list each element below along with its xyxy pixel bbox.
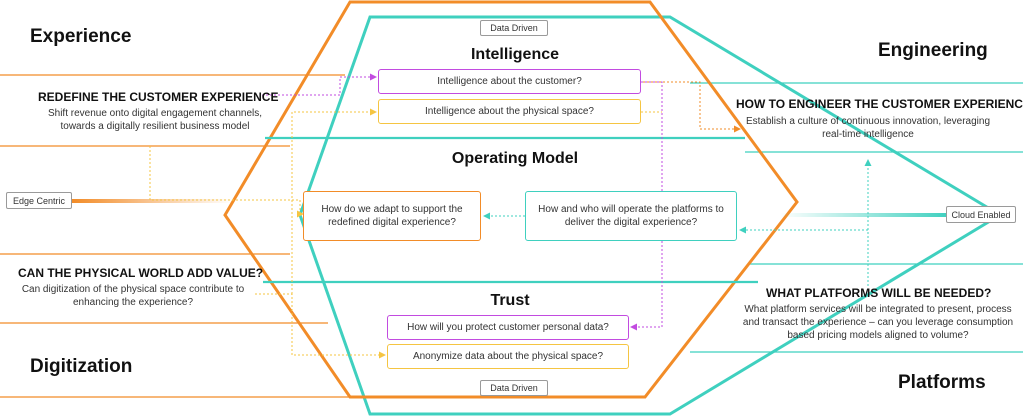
operating-model-title: Operating Model [451, 150, 579, 167]
protect-box: How will you protect customer personal d… [387, 315, 629, 340]
cloud-enabled-bar [780, 213, 948, 217]
corner-platforms: Platforms [898, 372, 986, 393]
right-frame-lines [690, 82, 1023, 353]
adapt-box: How do we adapt to support the redefined… [303, 191, 481, 241]
intel-physical-box: Intelligence about the physical space? [378, 99, 641, 124]
engineer-text: Establish a culture of continuous innova… [745, 116, 991, 140]
engineer-title: HOW TO ENGINEER THE CUSTOMER EXPERIENCE? [736, 97, 1023, 111]
intel-customer-box: Intelligence about the customer? [378, 69, 641, 94]
edge-centric-bar [72, 199, 232, 203]
corner-digitization: Digitization [30, 356, 133, 377]
anonymize-box: Anonymize data about the physical space? [387, 344, 629, 369]
physical-text: Can digitization of the physical space c… [21, 284, 245, 308]
data-driven-tag-bottom: Data Driven [480, 380, 548, 396]
orange-hexagon [223, 0, 799, 399]
orange-connector [643, 81, 741, 133]
trust-title: Trust [490, 292, 530, 309]
operate-box: How and who will operate the platforms t… [525, 191, 737, 241]
yellow-connectors [149, 108, 662, 359]
teal-connectors [739, 159, 872, 286]
physical-title: CAN THE PHYSICAL WORLD ADD VALUE? [18, 266, 264, 280]
corner-engineering: Engineering [878, 40, 988, 61]
left-frame-lines [0, 74, 395, 398]
purple-connectors [262, 73, 663, 331]
corner-experience: Experience [30, 26, 132, 47]
edge-centric-tag: Edge Centric [6, 192, 72, 209]
intelligence-title: Intelligence [470, 46, 560, 63]
platforms-title: WHAT PLATFORMS WILL BE NEEDED? [766, 286, 992, 300]
cloud-enabled-tag: Cloud Enabled [946, 206, 1016, 223]
redefine-text: Shift revenue onto digital engagement ch… [47, 108, 263, 132]
platforms-text: What platform services will be integrate… [742, 304, 1014, 341]
redefine-title: REDEFINE THE CUSTOMER EXPERIENCE [38, 90, 279, 104]
data-driven-tag-top: Data Driven [480, 20, 548, 36]
